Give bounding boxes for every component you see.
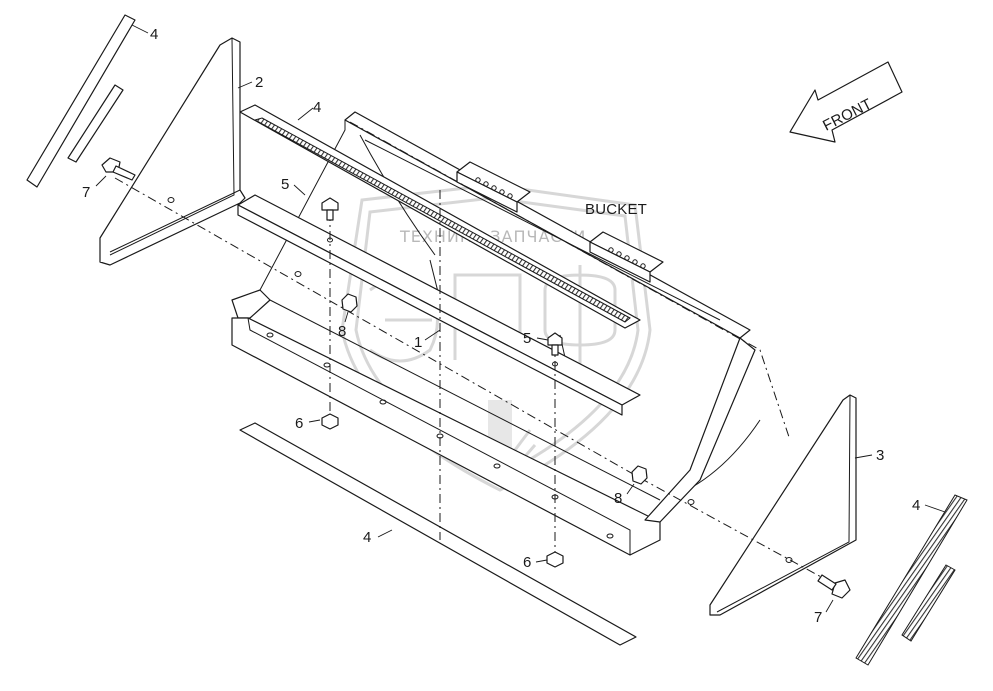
- callout-5: 5: [523, 330, 531, 347]
- callout-8: 8: [614, 490, 622, 507]
- callout-1: 1: [414, 334, 422, 351]
- washers: [167, 197, 793, 563]
- mounting-bracket-right: [589, 231, 664, 283]
- callout-3: 3: [876, 447, 884, 464]
- callout-5: 5: [281, 176, 289, 193]
- assembly-centerlines: [114, 121, 846, 591]
- callout-4: 4: [150, 26, 158, 43]
- bolt-5-right: [547, 332, 563, 356]
- part-3-right-side-plate: [709, 394, 857, 616]
- callout-7: 7: [82, 184, 90, 201]
- nut-8-right: [631, 465, 648, 485]
- watermark-text: ТЕХНИКА ЗАПЧАСТИ: [399, 227, 586, 246]
- bolt-7-left: [101, 157, 136, 181]
- nut-8-left: [341, 293, 358, 313]
- callout-7: 7: [814, 609, 822, 626]
- part-4-left-strips: [26, 14, 136, 188]
- part-4-wear-strip-bottom: [239, 422, 637, 646]
- callout-8: 8: [338, 323, 346, 340]
- callout-4: 4: [912, 497, 920, 514]
- bucket-label: BUCKET: [585, 201, 647, 218]
- leader-lines: [95, 24, 946, 613]
- nut-6-right: [546, 551, 564, 568]
- callout-2: 2: [255, 74, 263, 91]
- callout-6: 6: [295, 415, 303, 432]
- bolt-5-left: [321, 197, 339, 221]
- part-2-left-side-plate: [99, 37, 246, 266]
- front-direction-arrow: FRONT: [789, 61, 903, 143]
- nut-6-left: [321, 413, 339, 430]
- part-4-right-strips: [855, 494, 968, 666]
- callouts: 4 2 4 5 7 8 1 5 6 3 8 4 4 6 7: [82, 26, 920, 626]
- callout-4: 4: [363, 529, 371, 546]
- callout-4: 4: [313, 99, 321, 116]
- mounting-bracket-left: [456, 161, 531, 213]
- bolt-7-right: [817, 574, 851, 599]
- part-1-cutting-edge: [237, 194, 641, 416]
- callout-6: 6: [523, 554, 531, 571]
